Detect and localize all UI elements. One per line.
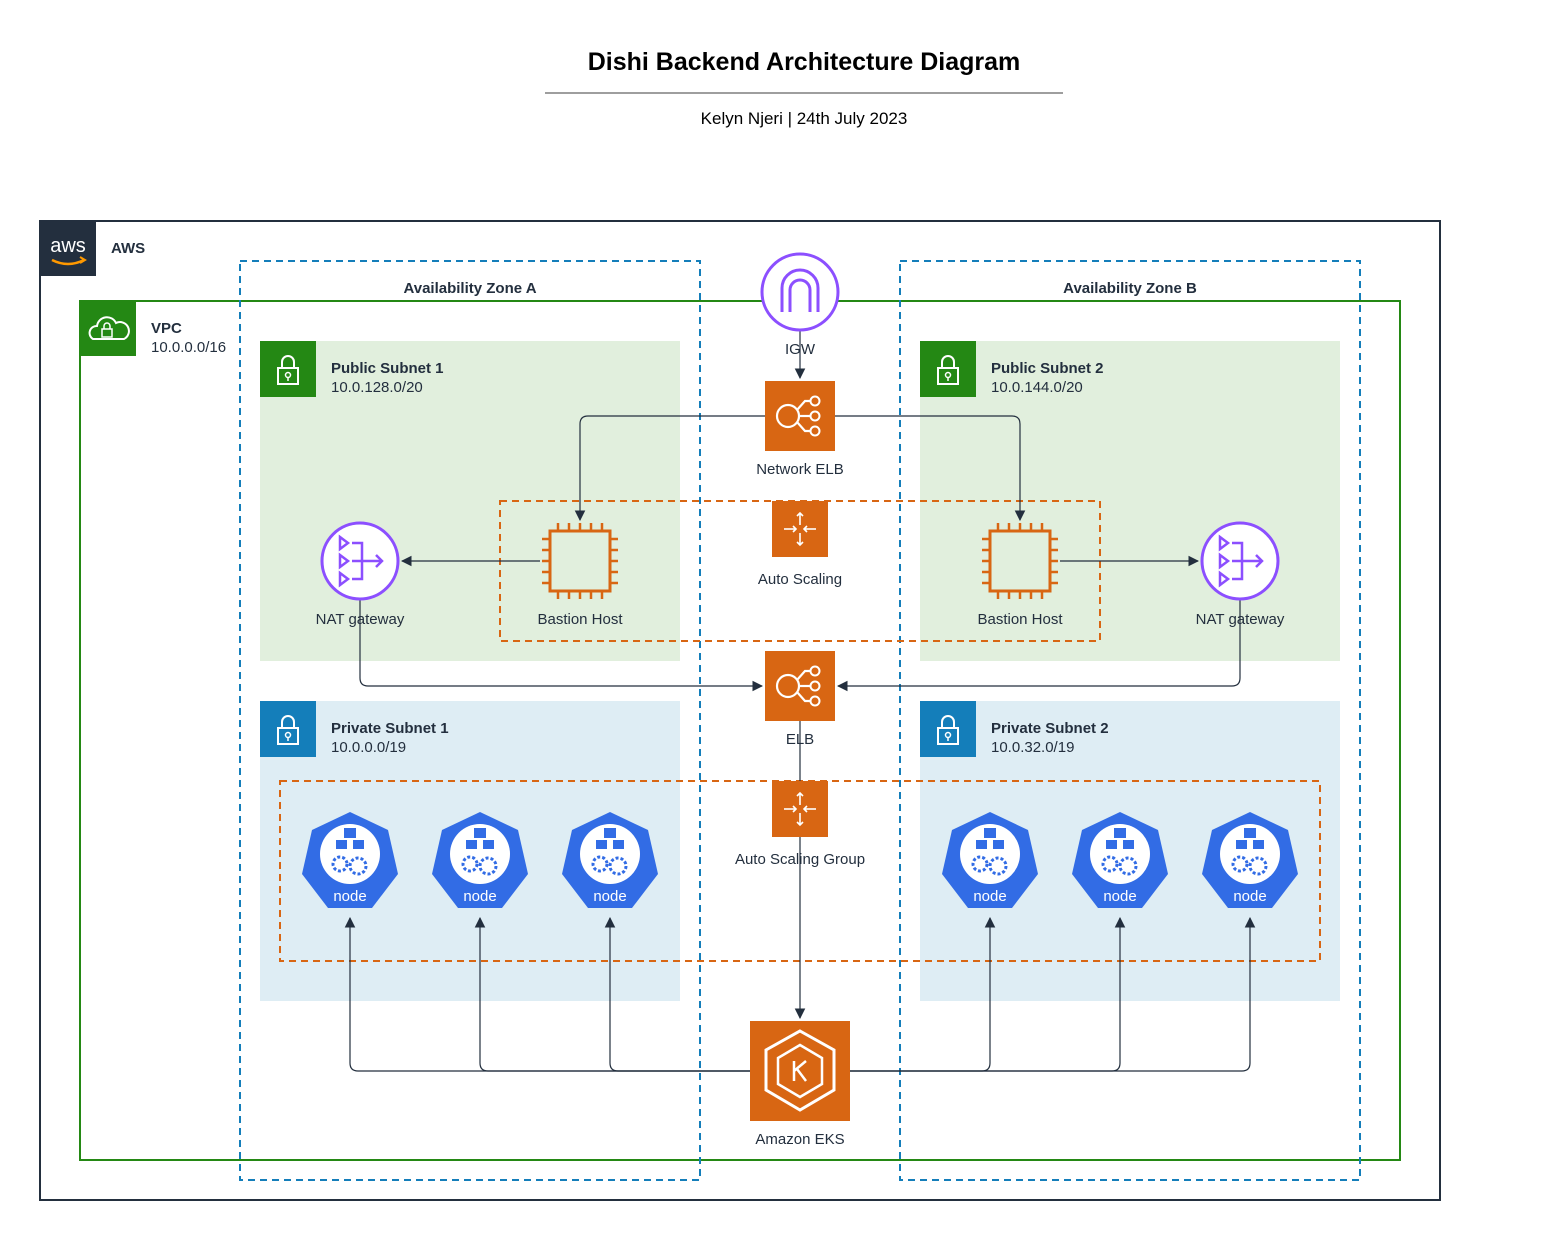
availability-zone-b [899, 260, 1361, 1181]
edge-eks-node-6 [850, 916, 1256, 1072]
k8s-node-icon: node [300, 810, 400, 910]
elb-label: ELB [786, 731, 814, 748]
edge-network-elb-bastion-b [835, 415, 1026, 522]
nat-gateway-b-icon [1200, 521, 1280, 601]
public-subnet-1-cidr: 10.0.128.0/20 [331, 379, 423, 396]
public-subnet-2-cidr: 10.0.144.0/20 [991, 379, 1083, 396]
svg-text:aws: aws [50, 235, 86, 257]
nat-gateway-b-label: NAT gateway [1196, 611, 1285, 628]
k8s-node-label: node [1233, 888, 1266, 905]
auto-scaling-group-label: Auto Scaling Group [735, 851, 865, 868]
vpc-label: VPC [151, 320, 182, 337]
k8s-node-icon: node [1070, 810, 1170, 910]
bastion-host-b-icon [980, 521, 1060, 601]
aws-logo-icon: aws [40, 221, 96, 276]
public-subnet-1-label: Public Subnet 1 [331, 360, 444, 377]
bastion-host-a-label: Bastion Host [537, 611, 623, 628]
k8s-node-icon: node [430, 810, 530, 910]
k8s-node-icon: node [940, 810, 1040, 910]
aws-cloud-container [39, 220, 1441, 1201]
private-subnet-1-cidr: 10.0.0.0/19 [331, 739, 406, 756]
public-subnet-2-label: Public Subnet 2 [991, 360, 1104, 377]
availability-zone-b-label: Availability Zone B [1063, 280, 1197, 297]
network-elb-label: Network ELB [756, 461, 844, 478]
auto-scaling-icon [772, 501, 828, 557]
private-subnet-2-lock-icon [920, 701, 976, 757]
auto-scaling-group-icon [772, 781, 828, 837]
nat-gateway-a-label: NAT gateway [316, 611, 405, 628]
k8s-node-label: node [1103, 888, 1136, 905]
k8s-node-icon: node [1200, 810, 1300, 910]
auto-scaling-label: Auto Scaling [758, 571, 842, 588]
vpc-container [79, 300, 1401, 1161]
edge-network-elb-bastion-a [574, 415, 765, 522]
diagram-subtitle: Kelyn Njeri | 24th July 2023 [700, 109, 908, 128]
edge-nat-a-elb [359, 600, 764, 692]
edge-eks-node-1 [344, 916, 750, 1072]
network-elb-icon [765, 381, 835, 451]
eks-icon [750, 1021, 850, 1121]
vpc-cloud-lock-icon [80, 301, 136, 356]
private-subnet-1-lock-icon [260, 701, 316, 757]
vpc-cidr: 10.0.0.0/16 [151, 339, 226, 356]
connectors [344, 331, 1256, 1072]
edge-eks-node-2 [474, 916, 750, 1072]
elb-icon [765, 651, 835, 721]
igw-label: IGW [785, 341, 816, 358]
public-subnet-1-lock-icon [260, 341, 316, 397]
k8s-node-label: node [333, 888, 366, 905]
public-subnet-2-lock-icon [920, 341, 976, 397]
eks-label: Amazon EKS [755, 1131, 844, 1148]
private-subnet-1-label: Private Subnet 1 [331, 720, 449, 737]
k8s-node-icon: node [560, 810, 660, 910]
k8s-node-label: node [463, 888, 496, 905]
private-subnet-2-label: Private Subnet 2 [991, 720, 1109, 737]
bastion-host-a-icon [540, 521, 620, 601]
nat-gateway-a-icon [320, 521, 400, 601]
public-subnet-2 [920, 341, 1340, 661]
k8s-node-label: node [593, 888, 626, 905]
edge-nat-b-elb [836, 600, 1241, 692]
private-subnet-2-cidr: 10.0.32.0/19 [991, 739, 1074, 756]
k8s-node-label: node [973, 888, 1006, 905]
edge-eks-node-3 [604, 916, 750, 1072]
bastion-host-b-label: Bastion Host [977, 611, 1063, 628]
title-divider [545, 92, 1063, 94]
aws-label: AWS [111, 240, 145, 257]
availability-zone-a [239, 260, 701, 1181]
diagram-title: Dishi Backend Architecture Diagram [587, 48, 1021, 76]
availability-zone-a-label: Availability Zone A [403, 280, 536, 297]
internet-gateway-icon [760, 252, 840, 332]
